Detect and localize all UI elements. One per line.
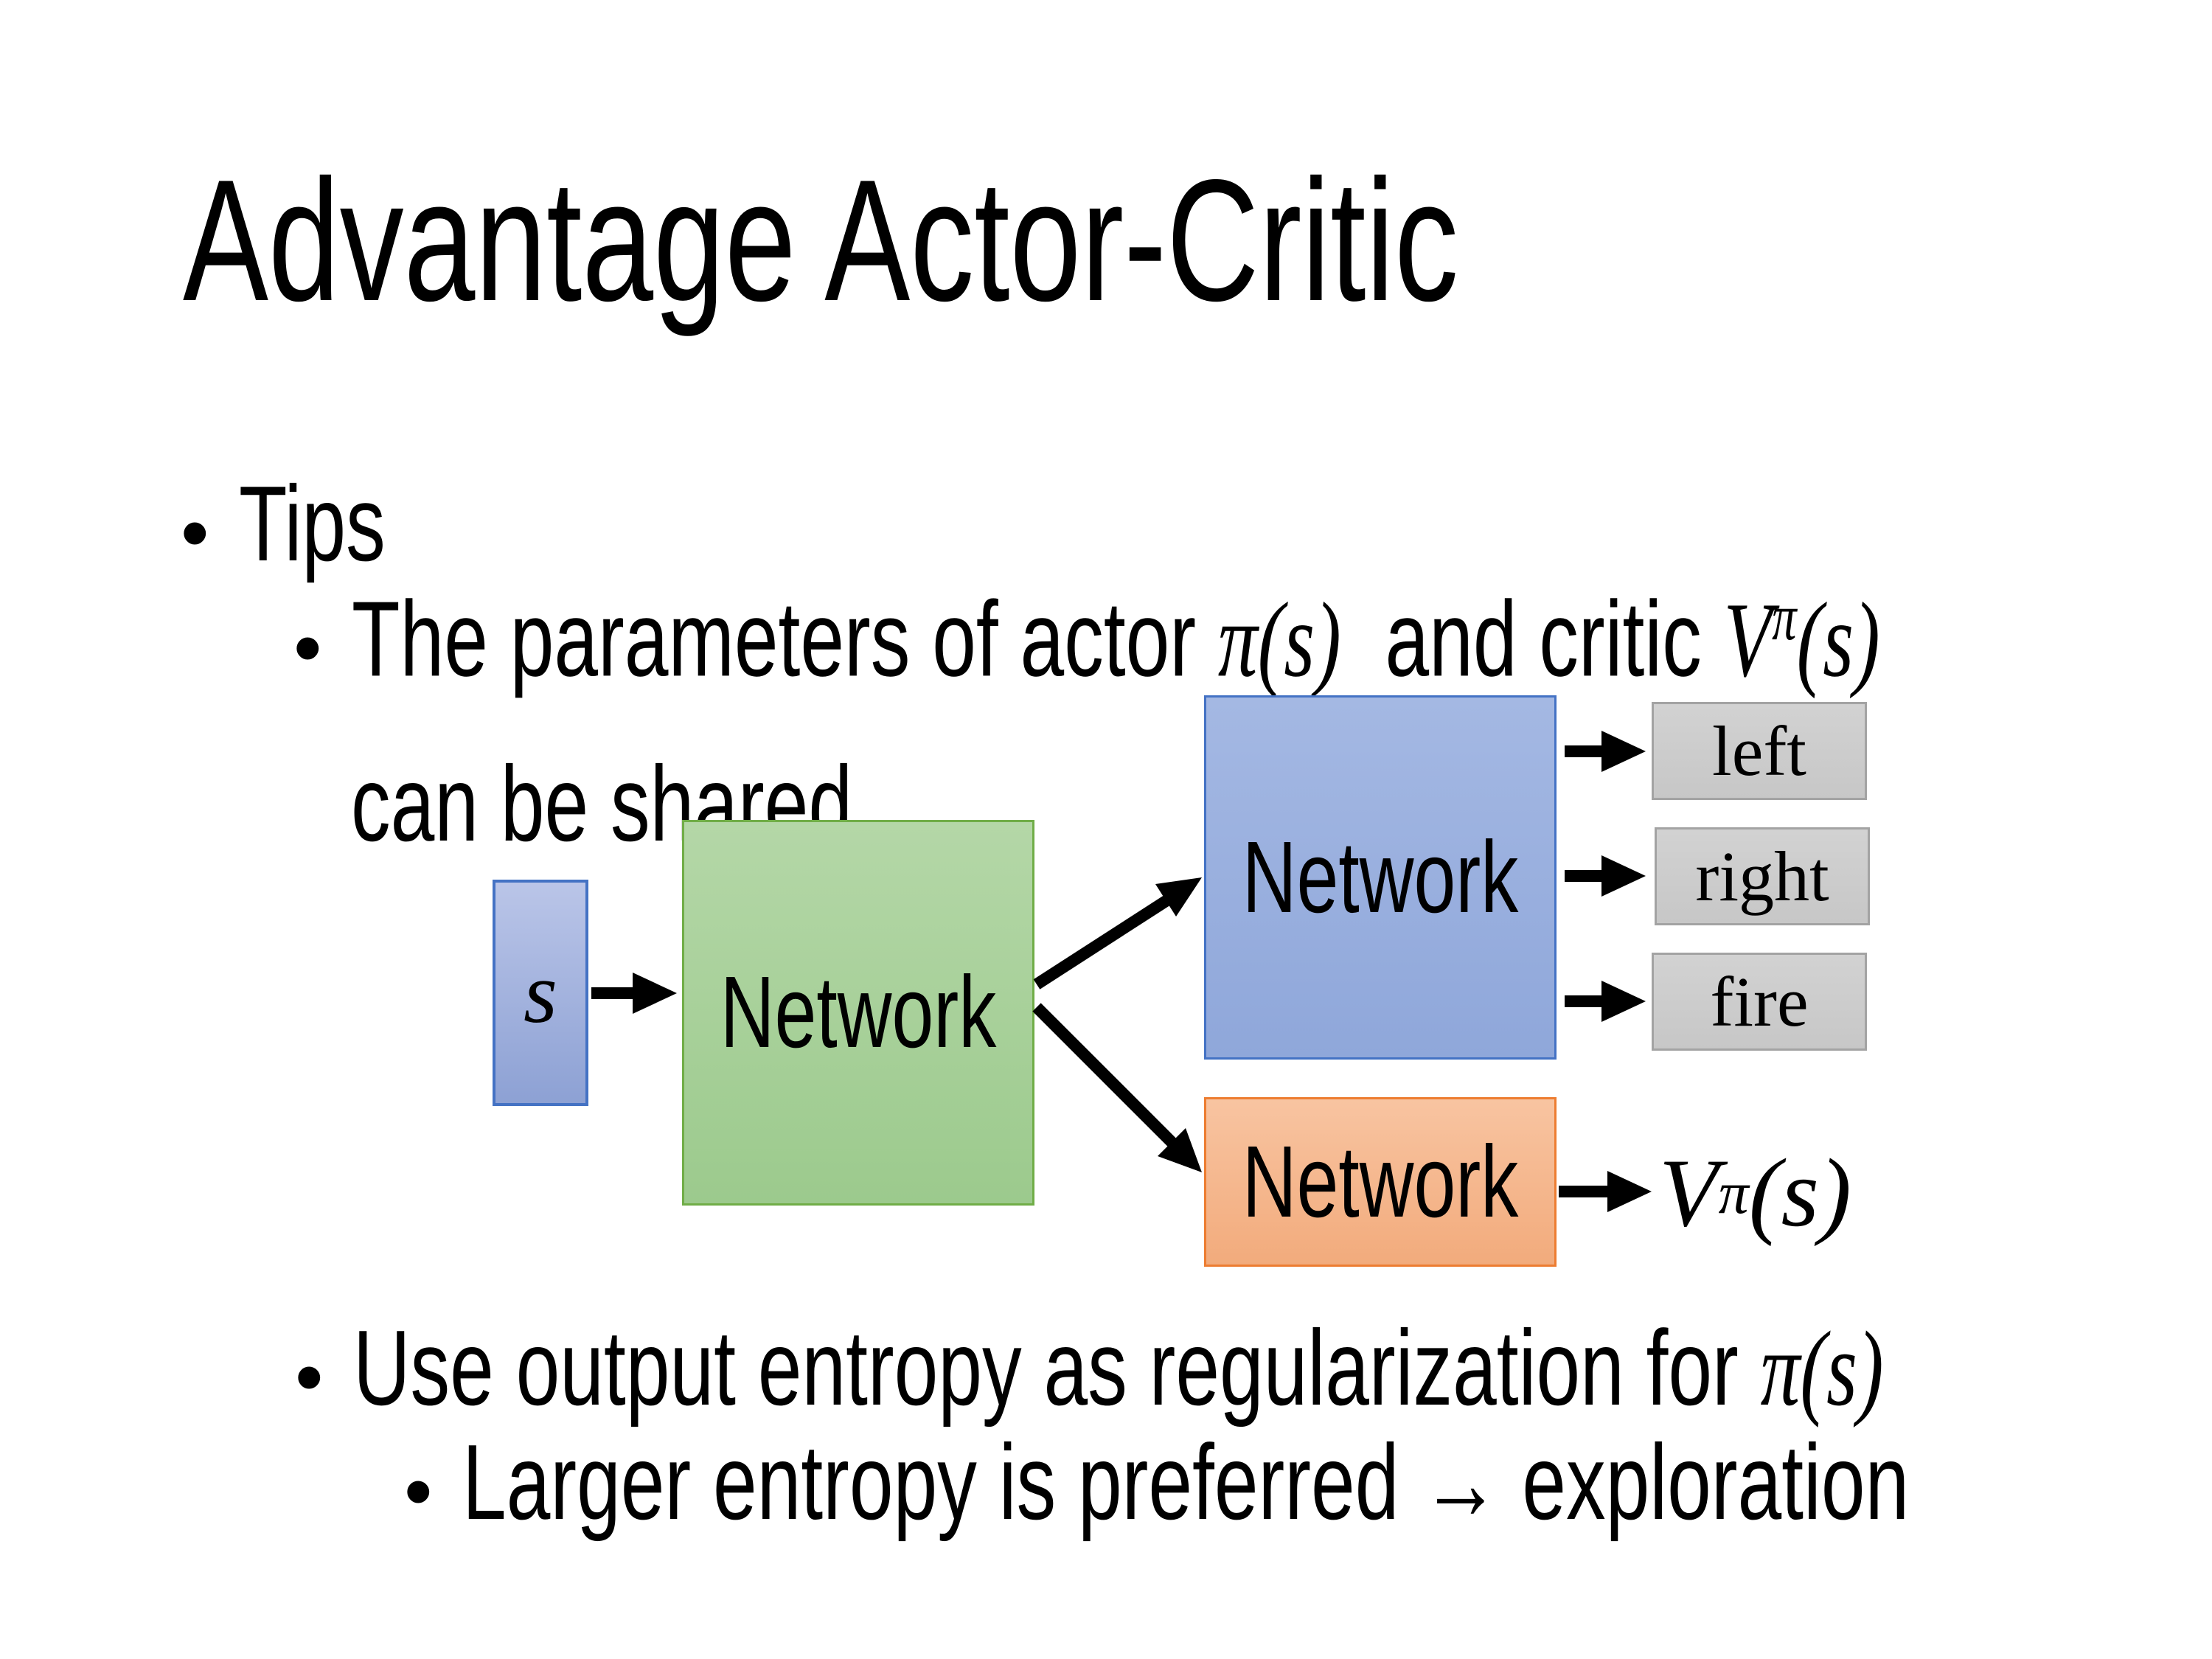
bullet-icon: • [181, 487, 209, 578]
entropy-line: Use output entropy as regularization for… [353, 1315, 1884, 1423]
critic-output-sup-pi: π [1718, 1159, 1749, 1227]
tips-label: Tips [238, 464, 386, 583]
arrow-actor-to-fire [1565, 981, 1646, 1022]
shared-network-box: Network [682, 820, 1034, 1206]
critic-network-box: Network [1204, 1097, 1557, 1267]
larger-entropy-text: Larger entropy is preferred → exploratio… [462, 1422, 1909, 1542]
arrow-actor-to-left [1565, 731, 1646, 772]
actor-network-label: Network [1242, 820, 1519, 934]
critic-network-label: Network [1242, 1124, 1519, 1239]
arrow-shared-to-critic [1032, 1003, 1202, 1172]
actor-network-box: Network [1204, 695, 1557, 1060]
bullet-icon: • [295, 1332, 324, 1422]
math-pi-s: π(s) [1217, 581, 1341, 700]
entropy-text: Use output entropy as regularization for [352, 1308, 1761, 1427]
shared-network-label: Network [720, 956, 997, 1069]
math-v-base: V [1723, 581, 1772, 700]
bullet-parameters-shared: • The parameters of actor π(s) and criti… [293, 585, 2212, 694]
arrow-input-to-shared [591, 973, 677, 1014]
parameters-line: The parameters of actor π(s) and critic … [352, 585, 1880, 694]
action-box-left: left [1652, 702, 1867, 800]
state-label: s [524, 944, 557, 1041]
bullet-entropy-regularization: • Use output entropy as regularization f… [295, 1315, 2212, 1423]
math-pi-s: π(s) [1760, 1310, 1884, 1428]
math-v-args: (s) [1796, 581, 1880, 700]
action-box-fire: fire [1652, 953, 1867, 1051]
page-title-text: Advantage Actor-Critic [183, 143, 1459, 337]
action-label-fire: fire [1710, 962, 1809, 1041]
arrow-actor-to-right [1565, 855, 1646, 897]
math-v-sup-pi: π [1771, 581, 1797, 654]
arrow-shared-to-actor [1033, 877, 1202, 990]
action-box-right: right [1655, 827, 1870, 925]
action-label-right: right [1695, 837, 1829, 916]
state-input-box: s [493, 880, 588, 1106]
bullet-icon: • [404, 1446, 433, 1537]
bullet-larger-entropy: • Larger entropy is preferred → explorat… [404, 1429, 2212, 1536]
action-label-left: left [1712, 712, 1806, 790]
bullet-icon: • [293, 602, 322, 694]
arrow-critic-to-output [1559, 1171, 1652, 1212]
and-critic-text: and critic [1340, 579, 1724, 699]
critic-output-args: (s) [1748, 1138, 1851, 1247]
page-title: Advantage Actor-Critic [183, 153, 1907, 327]
critic-output-base: V [1659, 1138, 1719, 1247]
parameters-text: The parameters of actor [351, 579, 1218, 699]
bullet-tips: • Tips [181, 470, 437, 577]
